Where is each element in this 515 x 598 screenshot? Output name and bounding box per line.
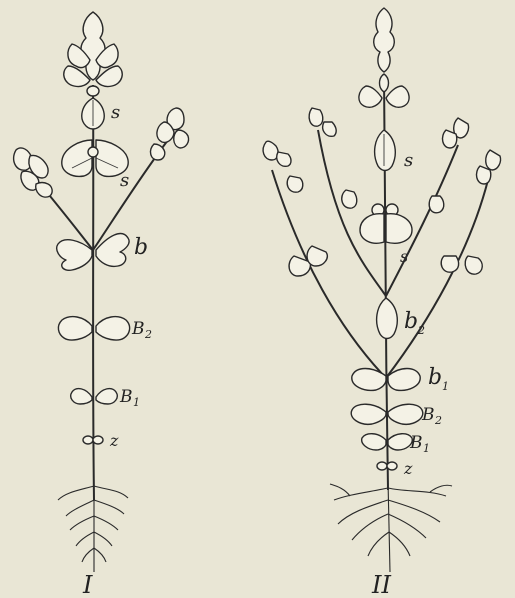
plant-one-label-z: z xyxy=(109,431,119,450)
plant-two-label-B1: B xyxy=(409,433,423,453)
plant-one-lower-bract xyxy=(62,140,128,176)
plant-one-left-branch-tip xyxy=(14,148,53,197)
plant-one-label-b: b xyxy=(134,235,148,260)
plant-two-caption: II xyxy=(371,571,391,598)
plant-one-right-branch-tip xyxy=(151,108,189,160)
plant-two-label-b1-subscript: 1 xyxy=(442,380,449,393)
plant-one-terminal-inflorescence xyxy=(64,12,123,96)
plant-two-b2-leaf xyxy=(377,298,398,339)
plant-one: s s b xyxy=(14,12,189,598)
plant-one-label-B1: B xyxy=(119,387,133,407)
plant-two-lower-bract xyxy=(360,204,412,243)
plant-one-label-B2: B xyxy=(131,319,145,339)
plant-two-label-B2: B xyxy=(421,405,435,425)
plant-two-label-z: z xyxy=(403,459,413,478)
plant-two-terminal-inflorescence xyxy=(359,8,409,107)
plant-two-roots xyxy=(330,480,452,572)
plant-one-label-s-upper: s xyxy=(111,102,120,123)
plant-one-caption: I xyxy=(82,571,93,598)
plant-one-label-B1-subscript: 1 xyxy=(133,396,140,409)
plant-one-upper-bract xyxy=(82,98,104,129)
plant-one-label-s-lower: s xyxy=(120,170,129,191)
plant-one-label-B2-subscript: 2 xyxy=(144,328,152,341)
plant-two-upper-bract xyxy=(375,130,396,171)
plant-two: s s xyxy=(263,8,500,598)
plant-two-label-s-upper: s xyxy=(404,150,413,171)
plant-two-label-b1: b xyxy=(428,365,442,390)
plant-two-label-B1-subscript: 1 xyxy=(423,442,430,455)
plant-two-branch-far-left xyxy=(272,170,386,378)
plant-two-label-B2-subscript: 2 xyxy=(434,414,442,427)
plant-two-label-b2: b xyxy=(404,309,418,334)
plant-two-label-b2-subscript: 2 xyxy=(417,324,425,337)
